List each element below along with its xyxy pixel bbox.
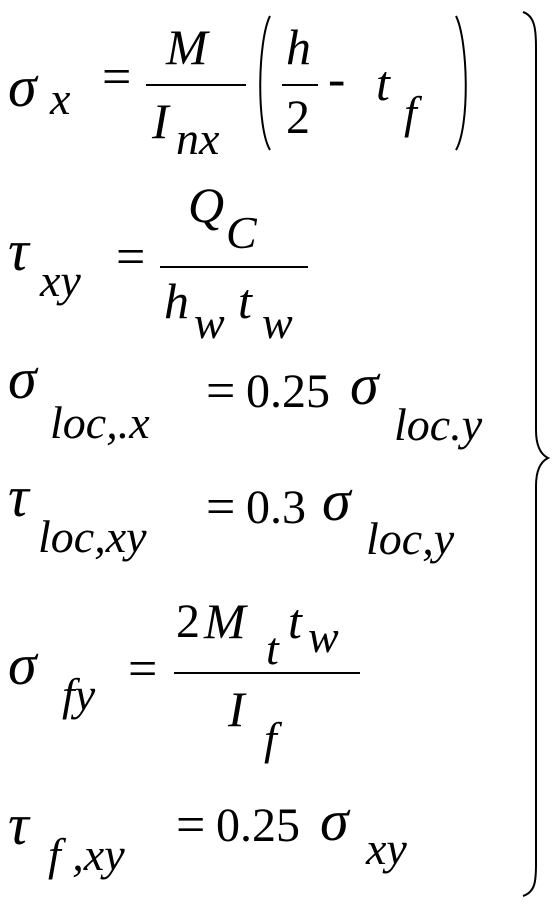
eq6-rhs-symbol: σ: [320, 788, 349, 853]
eq5-numerator-M: M: [204, 593, 246, 649]
eq5-equals: =: [128, 641, 158, 698]
eq1-right-paren: [455, 15, 467, 151]
eq1-paren-fraction-bar: [282, 84, 318, 86]
eq4-lhs-subscript: loc,xy: [38, 511, 147, 562]
eq5-lhs-symbol: σ: [8, 632, 37, 697]
eq1-lhs-symbol: σ: [8, 54, 37, 119]
eq3-rhs-subscript: loc.y: [394, 399, 483, 450]
eq5-fraction-bar: [174, 672, 360, 674]
eq2-numerator: Q: [188, 177, 225, 233]
eq6-equals: =: [176, 797, 206, 854]
eq2-denominator-t-subscript: w: [262, 297, 293, 348]
eq1-t: t: [376, 55, 390, 111]
eq1-equals: =: [102, 49, 132, 106]
eq2-denominator-t: t: [238, 273, 252, 329]
eq4-coefficient: 0.3: [246, 481, 306, 534]
eq1-denominator-subscript: nx: [176, 113, 220, 164]
eq3-lhs-symbol: σ: [8, 346, 37, 411]
eq3-equals: =: [206, 363, 236, 420]
eq1-lhs-subscript: x: [50, 73, 71, 124]
eq5-numerator-t-subscript: w: [308, 611, 339, 662]
eq6-lhs-subscript: f ,xy: [48, 829, 125, 880]
eq4-rhs-subscript: loc,y: [366, 513, 455, 564]
eq3-coefficient: 0.25: [246, 365, 330, 418]
eq5-denominator-subscript: f: [264, 713, 277, 764]
eq2-numerator-subscript: C: [226, 207, 257, 258]
eq6-coefficient: 0.25: [216, 799, 300, 852]
eq1-fraction-bar: [146, 84, 246, 86]
eq2-fraction-bar: [160, 266, 308, 268]
eq1-numerator: M: [166, 19, 208, 75]
system-right-brace: [522, 11, 551, 897]
eq1-denominator: I: [152, 93, 169, 149]
eq2-lhs-symbol: τ: [8, 218, 29, 283]
eq6-rhs-subscript: xy: [366, 823, 407, 874]
eq4-lhs-symbol: τ: [8, 464, 29, 529]
eq4-equals: =: [206, 479, 236, 536]
eq6-lhs-symbol: τ: [8, 792, 29, 857]
eq2-lhs-subscript: xy: [40, 255, 81, 306]
eq2-equals: =: [116, 229, 146, 286]
eq2-denominator-h-subscript: w: [194, 297, 225, 348]
eq5-lhs-subscript: fy: [62, 669, 96, 720]
eq5-numerator-M-subscript: t: [266, 623, 279, 674]
eq1-left-paren: [259, 15, 271, 151]
eq1-t-subscript: f: [404, 87, 417, 138]
eq4-rhs-symbol: σ: [322, 468, 351, 533]
eq5-numerator-t: t: [288, 593, 302, 649]
eq1-paren-numerator: h: [286, 19, 311, 75]
eq1-paren-denominator: 2: [286, 91, 310, 144]
eq3-lhs-subscript: loc,.x: [50, 397, 150, 448]
eq5-numerator-coefficient: 2: [176, 595, 200, 648]
eq5-denominator: I: [228, 681, 245, 737]
eq3-rhs-symbol: σ: [350, 352, 379, 417]
eq1-minus: -: [328, 51, 346, 108]
eq2-denominator-h: h: [164, 273, 189, 329]
